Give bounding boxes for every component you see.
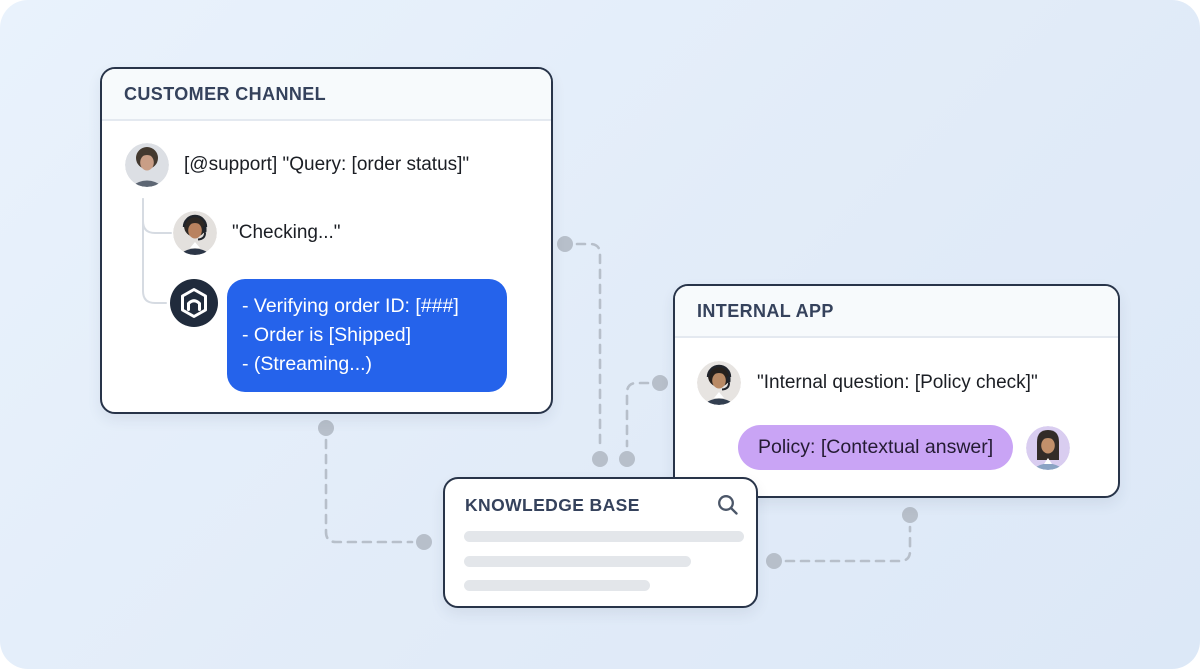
agent-message-row: "Checking..." — [173, 211, 341, 255]
connector-dot — [416, 534, 432, 550]
connector-internal-to-kb — [625, 381, 650, 448]
connector-dot — [902, 507, 918, 523]
bot-answer-line: - Order is [Shipped] — [242, 324, 412, 346]
policy-answer-bubble: Policy: [Contextual answer] — [738, 425, 1014, 470]
internal-app-title: INTERNAL APP — [697, 300, 834, 321]
connector-kb-to-internal — [784, 525, 912, 563]
bot-answer-line: - (Streaming...) — [242, 353, 373, 375]
knowledge-base-header: KNOWLEDGE BASE — [465, 493, 740, 517]
internal-app-header: INTERNAL APP — [675, 286, 1118, 338]
agent-message: "Checking..." — [232, 222, 341, 243]
skeleton-line — [464, 556, 691, 567]
knowledge-base-title: KNOWLEDGE BASE — [465, 494, 640, 515]
bot-answer-line: - Verifying order ID: [###] — [242, 295, 459, 317]
connector-dot — [766, 553, 782, 569]
hexagon-bot-icon — [170, 279, 218, 327]
bot-reply-row: - Verifying order ID: [###] - Order is [… — [170, 279, 507, 392]
connector-dot — [557, 236, 573, 252]
customer-message: [@support] "Query: [order status]" — [184, 154, 470, 175]
skeleton-line — [464, 580, 650, 591]
customer-avatar — [125, 143, 169, 187]
recipient-avatar — [1026, 425, 1071, 470]
agent-avatar — [173, 211, 217, 255]
connector-dot — [619, 451, 635, 467]
skeleton-line — [464, 531, 744, 542]
connector-dot — [318, 420, 334, 436]
search-icon — [718, 495, 738, 515]
connector-dot — [592, 451, 608, 467]
knowledge-base-card: KNOWLEDGE BASE — [443, 477, 758, 608]
bot-answer-bubble: - Verifying order ID: [###] - Order is [… — [227, 279, 507, 392]
connector-customer-to-kb-right — [575, 242, 602, 448]
connector-customer-to-kb-left — [324, 438, 414, 544]
internal-app-card: INTERNAL APP "Internal question: [Policy… — [673, 284, 1120, 498]
internal-question: "Internal question: [Policy check]" — [757, 372, 1038, 393]
connector-dot — [652, 375, 668, 391]
employee-avatar — [697, 361, 741, 405]
internal-question-row: "Internal question: [Policy check]" — [697, 361, 1038, 405]
internal-answer-row: Policy: [Contextual answer] — [738, 425, 1071, 470]
customer-channel-header: CUSTOMER CHANNEL — [102, 69, 551, 121]
customer-channel-title: CUSTOMER CHANNEL — [124, 83, 327, 104]
customer-channel-card: CUSTOMER CHANNEL [@support] "Query: [ord… — [100, 67, 553, 414]
customer-message-row: [@support] "Query: [order status]" — [125, 143, 469, 187]
